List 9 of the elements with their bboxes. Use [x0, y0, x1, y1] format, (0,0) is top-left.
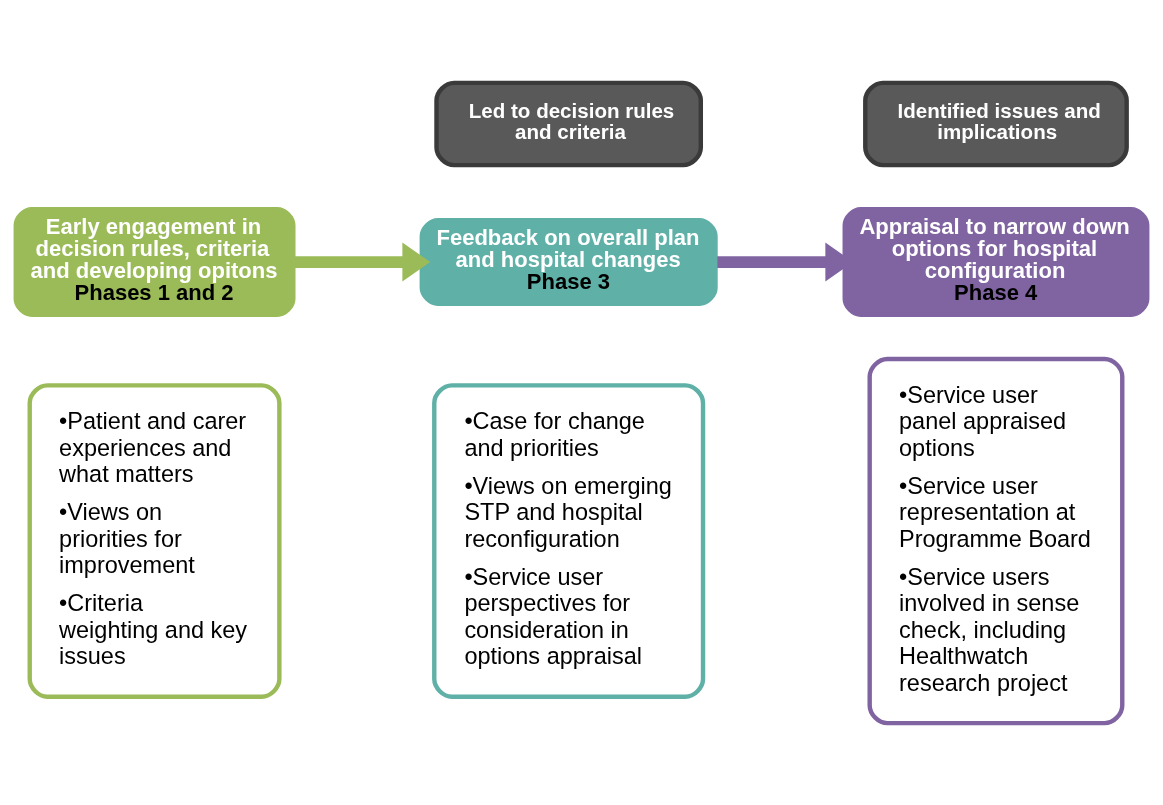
node-box: Feedback on overall plan and hospital changes Phase 3: [419, 217, 718, 306]
arrow: [294, 242, 431, 282]
node-box: •Case for change and priorities •Views on emerging STP and hospital reconfiguration •Service user perspectives for consideration in options appraisal: [432, 382, 706, 699]
node-box: Early engagement in decision rules, criteria and developing opitons Phases 1 and 2: [13, 206, 296, 317]
node-box: Led to decision rules and criteria: [434, 80, 703, 167]
node-box: Appraisal to narrow down options for hospital configuration Phase 4: [842, 206, 1150, 317]
node-box: Identified issues and implications: [863, 80, 1129, 167]
node-box: •Service user panel appraised options •Service user representation at Programme Board •Service users involved in sense check, including Healthwatch research project: [867, 356, 1125, 725]
node-box: •Patient and carer experiences and what matters •Views on priorities for improvement •Criteria weighting and key issues: [27, 382, 282, 699]
